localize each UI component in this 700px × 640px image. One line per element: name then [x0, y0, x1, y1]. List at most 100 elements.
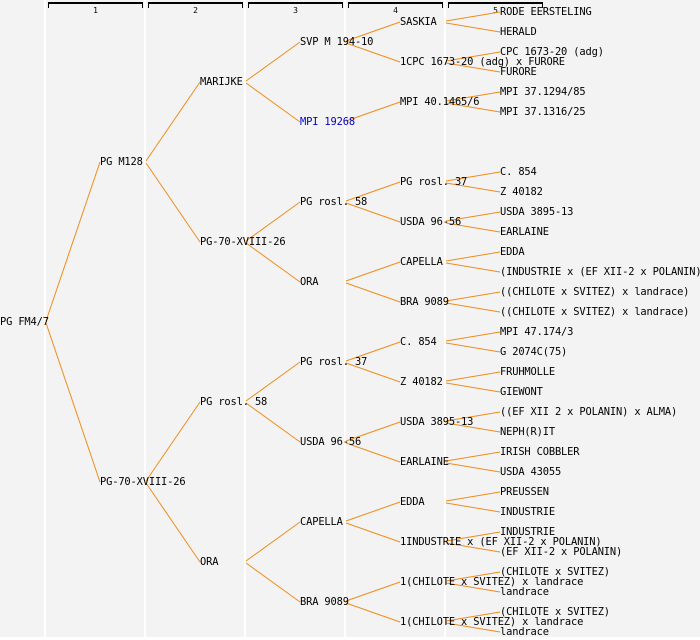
- pedigree-node: MARIJKE: [200, 76, 243, 88]
- pedigree-node: (INDUSTRIE x (EF XII-2 x POLANIN)): [500, 266, 700, 278]
- pedigree-connector: [45, 322, 101, 483]
- column-divider: [244, 0, 246, 637]
- pedigree-node: 1(CHILOTE x SVITEZ) x landrace: [400, 576, 584, 588]
- generation-number: 2: [193, 6, 198, 15]
- pedigree-node: SVP M 194-10: [300, 36, 374, 48]
- pedigree-node: (EF XII-2 x POLANIN): [500, 546, 623, 558]
- pedigree-connector: [145, 482, 201, 563]
- pedigree-connector: [445, 262, 501, 273]
- pedigree-connector: [345, 101, 401, 122]
- pedigree-connector: [345, 522, 401, 543]
- column-divider: [44, 0, 46, 637]
- root-node: PG FM4/7: [0, 316, 49, 328]
- pedigree-node: 1INDUSTRIE x (EF XII-2 x POLANIN): [400, 536, 602, 548]
- pedigree-node: USDA 96-56: [400, 216, 462, 228]
- pedigree-connector: [345, 362, 401, 383]
- pedigree-node: EDDA: [400, 496, 425, 508]
- pedigree-node: (CHILOTE x SVITEZ): [500, 566, 610, 578]
- pedigree-connector: [445, 371, 501, 382]
- pedigree-node: FURORE: [500, 66, 537, 78]
- pedigree-connector: [445, 611, 501, 622]
- pedigree-connector: [445, 422, 501, 433]
- pedigree-connector: [345, 442, 401, 463]
- pedigree-connector: [445, 22, 501, 33]
- pedigree-node: CAPELLA: [300, 516, 343, 528]
- pedigree-node: landrace: [500, 626, 549, 638]
- pedigree-node: RODE EERSTELING: [500, 6, 592, 18]
- pedigree-node: PG-70-XVIII-26: [200, 236, 286, 248]
- pedigree-node: CAPELLA: [400, 256, 443, 268]
- pedigree-node: ((CHILOTE x SVITEZ) x landrace): [500, 286, 690, 298]
- pedigree-node: PG rosl. 58: [300, 196, 368, 208]
- pedigree-node: PG rosl. 37: [300, 356, 368, 368]
- pedigree-node: SASKIA: [400, 16, 437, 28]
- pedigree-connector: [145, 401, 201, 482]
- pedigree-connector: [445, 491, 501, 502]
- pedigree-node: BRA 9089: [300, 596, 349, 608]
- pedigree-connector: [445, 62, 501, 73]
- column-divider: [344, 0, 346, 637]
- generation-header-2: 2: [148, 2, 243, 15]
- pedigree-node: C. 854: [400, 336, 437, 348]
- pedigree-node: USDA 43055: [500, 466, 562, 478]
- pedigree-node: ((CHILOTE x SVITEZ) x landrace): [500, 306, 690, 318]
- pedigree-node: PG M128: [100, 156, 143, 168]
- pedigree-node: (CHILOTE x SVITEZ): [500, 606, 610, 618]
- pedigree-connector: [345, 181, 401, 202]
- pedigree-node: EDDA: [500, 246, 525, 258]
- pedigree-connector: [345, 42, 401, 63]
- pedigree-node: HERALD: [500, 26, 537, 38]
- pedigree-connector: [445, 11, 501, 22]
- pedigree-node[interactable]: MPI 19268: [300, 116, 355, 128]
- pedigree-node: Z 40182: [400, 376, 443, 388]
- pedigree-node: ORA: [200, 556, 219, 568]
- pedigree-connector: [145, 81, 201, 162]
- pedigree-connector: [445, 182, 501, 193]
- pedigree-node: USDA 3895-13: [400, 416, 474, 428]
- pedigree-node: NEPH(R)IT: [500, 426, 555, 438]
- generation-number: 5: [493, 6, 498, 15]
- pedigree-connector: [445, 51, 501, 62]
- pedigree-connector: [445, 571, 501, 582]
- pedigree-connector: [445, 342, 501, 353]
- generation-number: 4: [393, 6, 398, 15]
- pedigree-node: landrace: [500, 586, 549, 598]
- pedigree-connector: [445, 382, 501, 393]
- generation-header-1: 1: [48, 2, 143, 15]
- pedigree-connector: [245, 361, 301, 402]
- pedigree-node: CPC 1673-20 (adg): [500, 46, 604, 58]
- generation-header-5: 5: [448, 2, 543, 15]
- pedigree-connector: [445, 582, 501, 593]
- pedigree-connector: [445, 411, 501, 422]
- pedigree-node: FRUHMOLLE: [500, 366, 555, 378]
- pedigree-connector: [445, 91, 501, 102]
- pedigree-node: INDUSTRIE: [500, 526, 555, 538]
- pedigree-connector: [45, 161, 101, 322]
- pedigree-node: MPI 37.1294/85: [500, 86, 586, 98]
- pedigree-node: G 2074C(75): [500, 346, 568, 358]
- pedigree-connector: [445, 331, 501, 342]
- pedigree-node: USDA 96-56: [300, 436, 362, 448]
- pedigree-node: USDA 3895-13: [500, 206, 574, 218]
- pedigree-connector: [245, 201, 301, 242]
- pedigree-connector: [445, 462, 501, 473]
- column-divider: [144, 0, 146, 637]
- pedigree-connector: [345, 602, 401, 623]
- pedigree-connector: [445, 251, 501, 262]
- pedigree-connector: [445, 211, 501, 222]
- generation-number: 3: [293, 6, 298, 15]
- generation-header-4: 4: [348, 2, 443, 15]
- pedigree-node: MPI 40.1465/6: [400, 96, 480, 108]
- pedigree-connector: [145, 162, 201, 243]
- pedigree-connector: [445, 502, 501, 513]
- pedigree-node: PREUSSEN: [500, 486, 549, 498]
- pedigree-connector: [245, 562, 301, 603]
- pedigree-node: MPI 47.174/3: [500, 326, 574, 338]
- pedigree-node: 1CPC 1673-20 (adg) x FURORE: [400, 56, 565, 68]
- pedigree-connector: [345, 501, 401, 522]
- pedigree-connector: [345, 261, 401, 282]
- pedigree-node: EARLAINE: [400, 456, 449, 468]
- pedigree-connector: [445, 531, 501, 542]
